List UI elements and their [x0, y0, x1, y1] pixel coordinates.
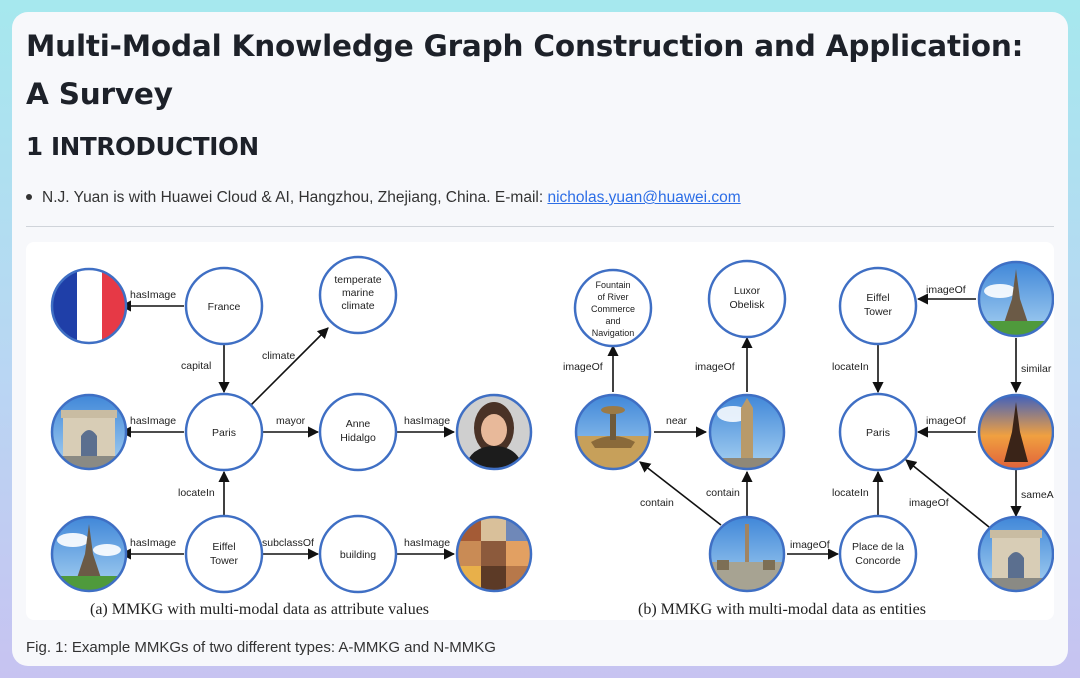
arc-photo-image	[977, 515, 1054, 593]
eiffel-tower-image	[50, 515, 128, 593]
node-eiffel-right	[838, 266, 918, 346]
node-fountain-label-3: Commerce	[591, 304, 635, 314]
luxor-obelisk-image	[708, 393, 786, 471]
node-fountain-label-2: of River	[597, 292, 628, 302]
node-fountain-label-4: and	[605, 316, 620, 326]
node-eiffel-label-2: Tower	[210, 555, 239, 567]
node-paris-right	[838, 392, 918, 472]
edge-imageof-arc	[905, 459, 990, 528]
section-heading: 1 INTRODUCTION	[26, 132, 259, 161]
figure-diagram: hasImage capital climate hasImage mayor …	[50, 255, 1054, 618]
right-node-labels: Fountain of River Commerce and Navigatio…	[591, 280, 904, 567]
node-fountain-label-5: Navigation	[592, 328, 635, 338]
hidalgo-portrait-image	[455, 393, 533, 471]
label-contain-1: contain	[640, 497, 674, 509]
left-edge-labels: hasImage capital climate hasImage mayor …	[130, 289, 450, 549]
page-title: Multi-Modal Knowledge Graph Construction…	[26, 29, 1024, 111]
edge-climate	[250, 327, 329, 406]
node-climate-label-2: marine	[342, 287, 374, 299]
node-eiffel-right-label-1: Eiffel	[866, 292, 889, 304]
left-nodes	[184, 255, 398, 594]
node-eiffel-label-1: Eiffel	[212, 541, 235, 553]
left-node-labels: France temperate marine climate Paris An…	[208, 274, 382, 567]
node-climate-label-1: temperate	[334, 274, 381, 286]
label-subclassof: subclassOf	[262, 537, 314, 549]
label-hasimage-3: hasImage	[404, 415, 450, 427]
label-mayor: mayor	[276, 415, 306, 427]
eiffel-sunset-image	[977, 393, 1054, 471]
divider	[26, 226, 1054, 227]
node-paris-label: Paris	[212, 427, 236, 439]
edge-contain-1	[639, 461, 722, 526]
label-imageof-4: imageOf	[926, 284, 966, 296]
node-concorde-label-2: Concorde	[855, 555, 901, 567]
node-paris	[184, 392, 264, 472]
node-climate-label-3: climate	[341, 300, 374, 312]
france-flag-image	[50, 267, 128, 345]
label-imageof-5: imageOf	[926, 415, 966, 427]
left-edges	[119, 300, 456, 560]
node-hidalgo-label-2: Hidalgo	[340, 432, 376, 444]
node-fountain-label-1: Fountain	[595, 280, 630, 290]
node-fountain	[573, 268, 653, 348]
node-building	[318, 514, 398, 594]
email-link[interactable]: nicholas.yuan@huawei.com	[547, 189, 741, 206]
figure-caption: Fig. 1: Example MMKGs of two different t…	[26, 639, 496, 656]
label-imageof-2: imageOf	[695, 361, 735, 373]
node-eiffel	[184, 514, 264, 594]
label-locatein: locateIn	[178, 487, 215, 499]
label-locatein-1: locateIn	[832, 361, 869, 373]
eiffel-photo-image	[977, 260, 1054, 338]
arc-de-triomphe-image	[50, 393, 128, 471]
label-sameas: sameAs	[1021, 489, 1054, 501]
node-luxor-label-2: Obelisk	[729, 299, 765, 311]
label-similar: similar	[1021, 363, 1052, 375]
node-building-label: building	[340, 549, 376, 561]
label-capital: capital	[181, 360, 211, 372]
bullet-icon	[26, 193, 32, 200]
right-edge-labels: imageOf imageOf near contain contain ima…	[563, 284, 1054, 551]
right-nodes	[573, 259, 918, 594]
node-luxor-label-1: Luxor	[734, 285, 761, 297]
label-imageof-1: imageOf	[563, 361, 603, 373]
node-concorde-label-1: Place de la	[852, 541, 904, 553]
node-concorde	[838, 514, 918, 594]
node-hidalgo	[318, 392, 398, 472]
label-imageof-6: imageOf	[909, 497, 949, 509]
author-note-text: N.J. Yuan is with Huawei Cloud & AI, Han…	[42, 189, 544, 206]
subcaption-b: (b) MMKG with multi-modal data as entiti…	[638, 601, 926, 618]
node-paris-right-label: Paris	[866, 427, 890, 439]
label-locatein-2: locateIn	[832, 487, 869, 499]
figure: hasImage capital climate hasImage mayor …	[26, 242, 1054, 620]
buildings-collage-image	[455, 515, 533, 593]
label-hasimage-1: hasImage	[130, 289, 176, 301]
node-luxor	[707, 259, 787, 339]
node-france	[184, 266, 264, 346]
label-climate: climate	[262, 350, 295, 362]
author-note: N.J. Yuan is with Huawei Cloud & AI, Han…	[26, 186, 741, 210]
place-de-la-concorde-image	[708, 515, 786, 593]
label-near: near	[666, 415, 688, 427]
label-hasimage-5: hasImage	[404, 537, 450, 549]
node-france-label: France	[208, 301, 241, 313]
node-eiffel-right-label-2: Tower	[864, 306, 893, 318]
label-hasimage-2: hasImage	[130, 415, 176, 427]
right-edges	[607, 293, 1022, 560]
fountain-image	[574, 393, 652, 471]
label-contain-2: contain	[706, 487, 740, 499]
subcaption-a: (a) MMKG with multi-modal data as attrib…	[90, 601, 429, 618]
content-card: Multi-Modal Knowledge Graph Construction…	[12, 12, 1068, 666]
node-hidalgo-label-1: Anne	[346, 418, 371, 430]
node-climate	[318, 255, 398, 335]
label-imageof-3: imageOf	[790, 539, 830, 551]
label-hasimage-4: hasImage	[130, 537, 176, 549]
